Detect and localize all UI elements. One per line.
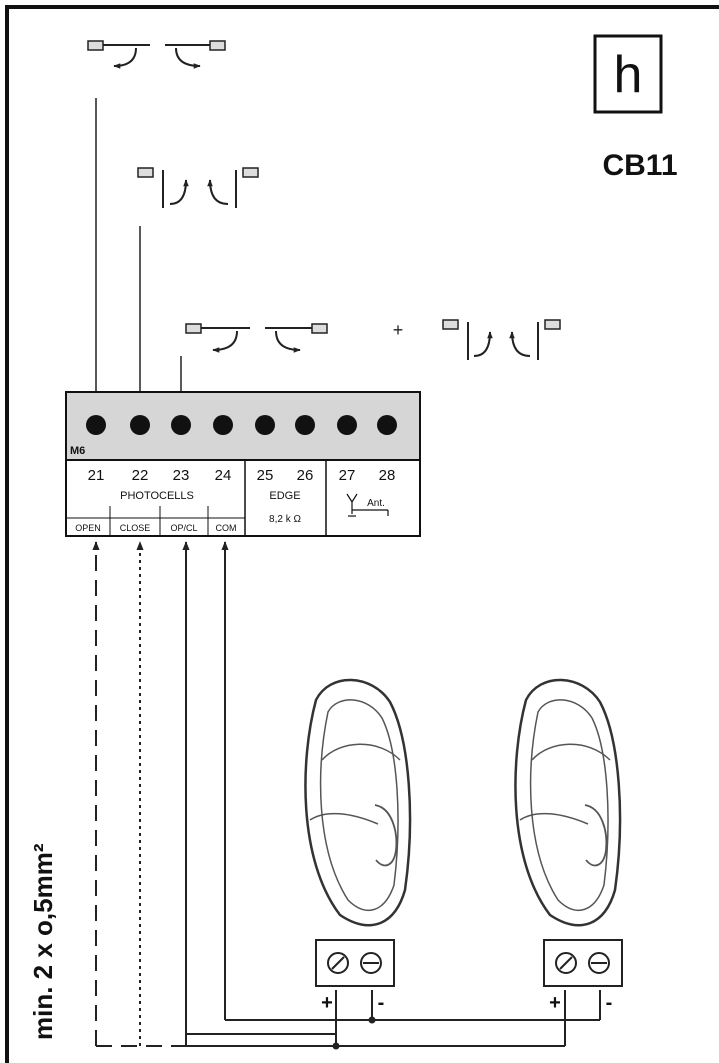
terminal-number: 26 xyxy=(297,467,314,484)
edge-label: EDGE xyxy=(269,490,300,502)
wiring xyxy=(92,541,601,1050)
edge-resistance: 8,2 k Ω xyxy=(269,514,301,525)
photocell-symbol-closing-combined xyxy=(442,319,561,360)
function-close: CLOSE xyxy=(120,523,151,533)
terminal-27 xyxy=(337,415,357,435)
minus-terminal-sign: - xyxy=(606,992,613,1014)
terminal-25 xyxy=(255,415,275,435)
plus-terminal-sign: + xyxy=(549,992,561,1014)
terminal-connector xyxy=(543,939,623,987)
signal-lines xyxy=(93,98,184,408)
photocells-label: PHOTOCELLS xyxy=(120,490,194,502)
function-open: OPEN xyxy=(75,523,101,533)
terminal-22 xyxy=(130,415,150,435)
outer-frame xyxy=(5,5,719,1063)
terminal-21 xyxy=(86,415,106,435)
photocell-symbol-closing xyxy=(137,167,259,208)
minus-terminal-sign: - xyxy=(378,992,385,1014)
terminal-number: 23 xyxy=(173,467,190,484)
terminal-28 xyxy=(377,415,397,435)
terminal-number: 21 xyxy=(88,467,105,484)
terminal-number: 22 xyxy=(132,467,149,484)
photocell-device xyxy=(514,678,622,927)
cable-spec: min. 2 x o,5mm² xyxy=(28,843,58,1040)
photocell-device xyxy=(304,678,412,927)
terminal-connector xyxy=(315,939,395,987)
function-com: COM xyxy=(216,523,237,533)
photocell-symbol-opening-combined xyxy=(185,323,328,353)
terminal-number: 27 xyxy=(339,467,356,484)
figure-letter: h xyxy=(614,46,643,104)
model-name: CB11 xyxy=(602,149,677,182)
function-opcl: OP/CL xyxy=(170,523,197,533)
terminal-block-m6: M6 21 22 23 24 25 26 27 28 PHOTOCELLS ED… xyxy=(65,391,421,537)
antenna-icon xyxy=(346,493,389,517)
photocell-symbol-opening-top xyxy=(87,40,226,69)
terminal-23 xyxy=(171,415,191,435)
terminal-number: 28 xyxy=(379,467,396,484)
terminal-block-label: M6 xyxy=(70,445,85,457)
terminal-26 xyxy=(295,415,315,435)
terminal-24 xyxy=(213,415,233,435)
terminal-number: 24 xyxy=(215,467,232,484)
antenna-label: Ant. xyxy=(367,498,385,509)
terminal-number: 25 xyxy=(257,467,274,484)
plus-terminal-sign: + xyxy=(321,992,333,1014)
plus-sign: + xyxy=(393,320,404,340)
figure-letter-box: h xyxy=(593,34,663,114)
